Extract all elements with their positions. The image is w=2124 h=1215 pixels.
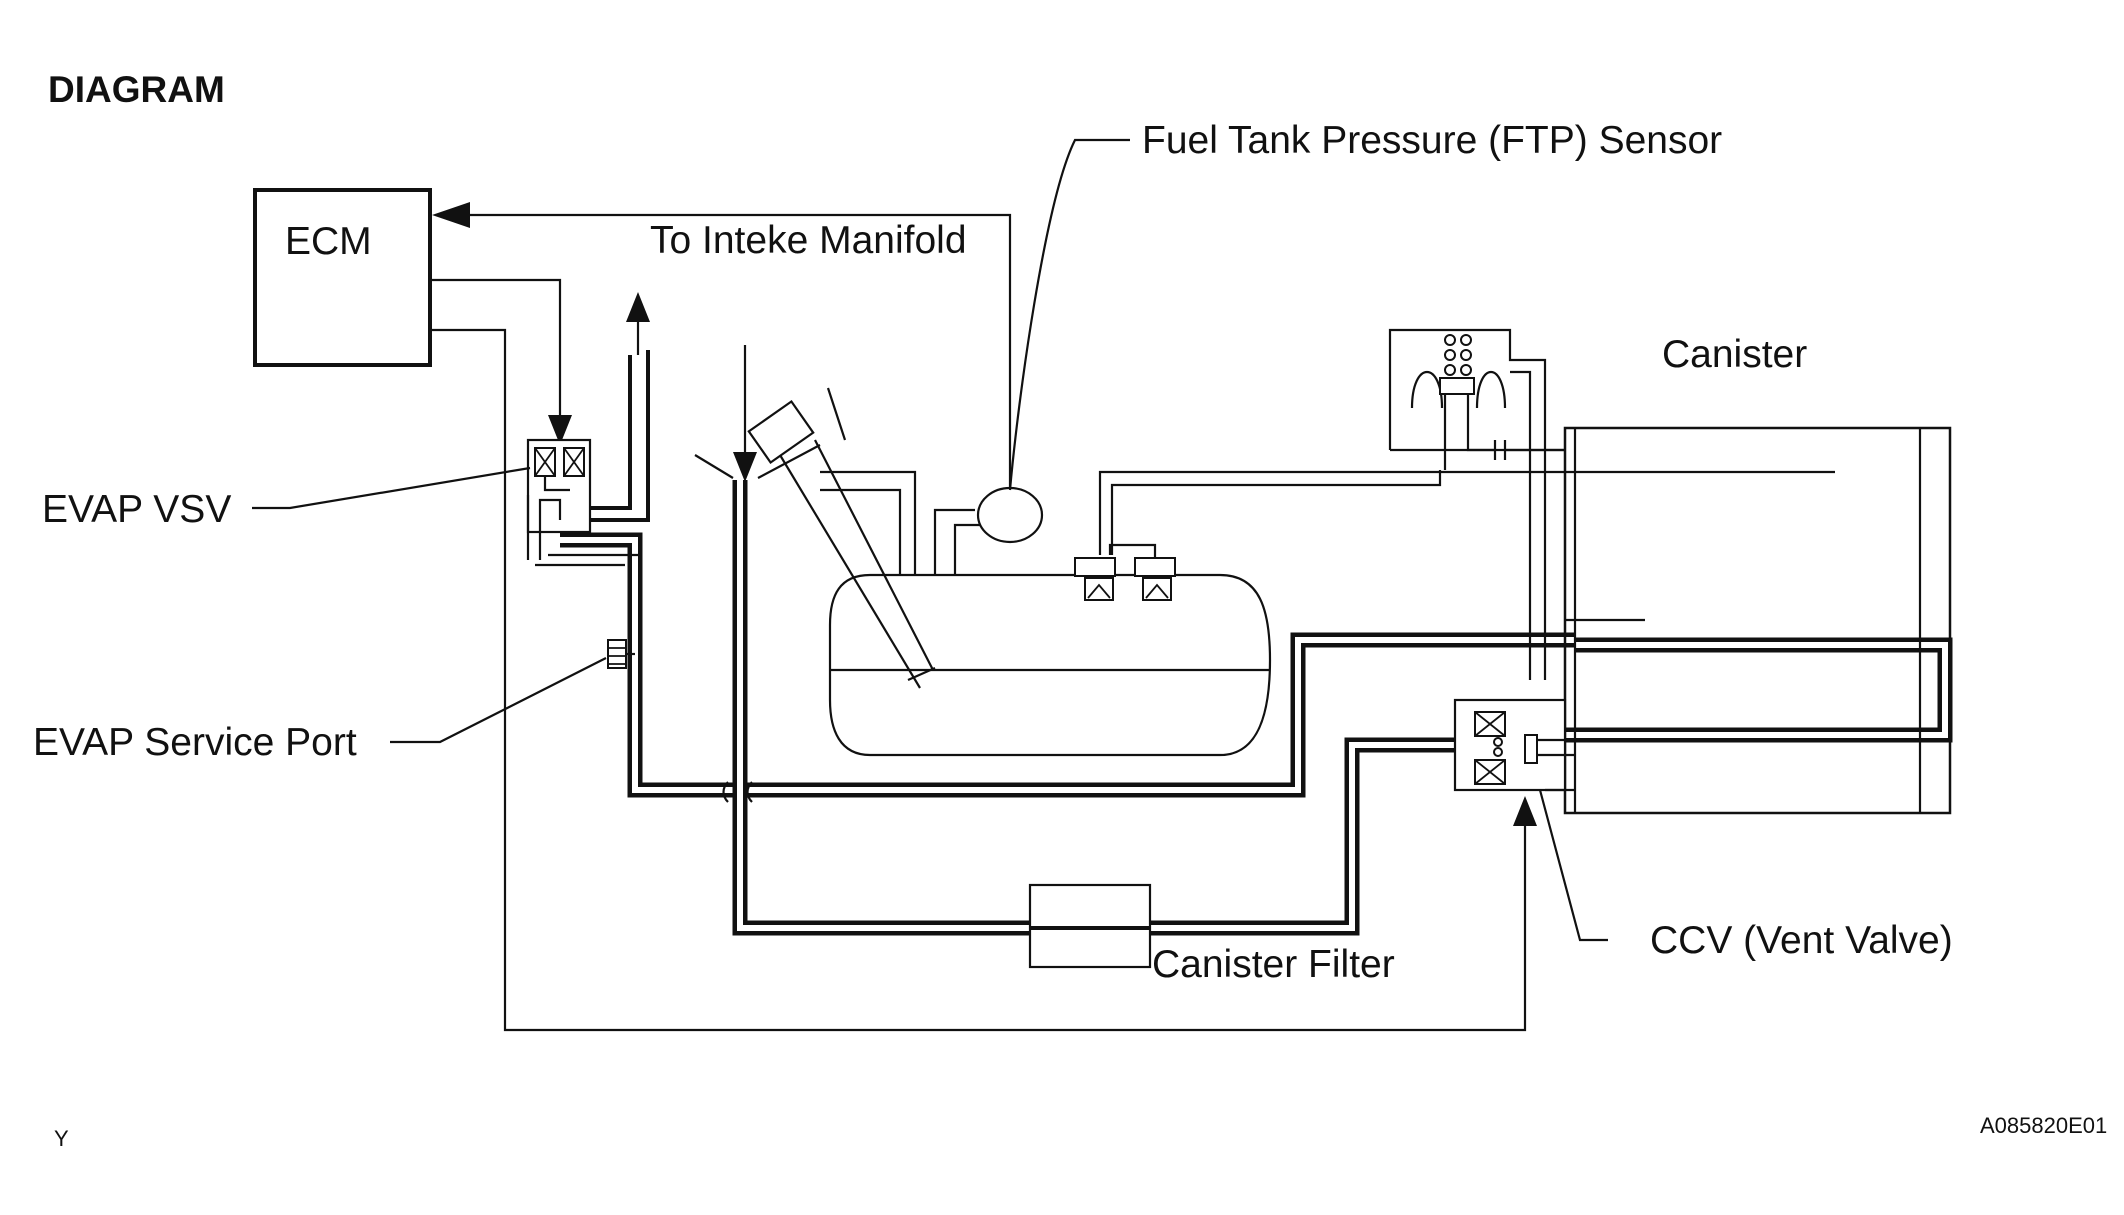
filler-neck — [694, 345, 936, 689]
evap-vsv — [526, 438, 640, 567]
canister-label: Canister — [1662, 333, 1807, 376]
vapor-hoses — [560, 480, 1953, 936]
evap-service-port-label: EVAP Service Port — [33, 721, 357, 764]
ftp-leader — [1008, 138, 1130, 491]
vsv-signal-arrow — [548, 415, 572, 445]
canister-filter-label: Canister Filter — [1152, 943, 1395, 986]
leader-lines — [252, 466, 1608, 942]
intake-manifold-label: To Inteke Manifold — [650, 219, 967, 262]
ftp-sensor-label: Fuel Tank Pressure (FTP) Sensor — [1142, 119, 1722, 162]
diagram-title: DIAGRAM — [48, 69, 225, 110]
evap-service-port — [607, 639, 635, 669]
footer-left-mark: Y — [54, 1126, 69, 1151]
ecm-box — [253, 188, 432, 367]
switching-valve — [1388, 328, 1565, 680]
rollover-valves — [1074, 470, 1835, 601]
figure-code: A085820E01 — [1980, 1113, 2107, 1138]
canister — [1563, 426, 1952, 815]
signal-lines — [430, 202, 1537, 1032]
fuel-cap — [747, 399, 815, 465]
evap-vsv-label: EVAP VSV — [42, 488, 231, 531]
ecm-input-arrow — [432, 202, 470, 228]
fuel-tank — [820, 470, 1272, 757]
ecm-label: ECM — [285, 220, 372, 263]
ftp-sensor — [976, 486, 1044, 544]
intake-arrow — [626, 292, 650, 322]
ccv-vent-valve — [1453, 698, 1575, 792]
canister-filter — [1028, 883, 1152, 969]
ccv-signal-arrow — [1513, 796, 1537, 826]
ccv-label: CCV (Vent Valve) — [1650, 919, 1953, 962]
